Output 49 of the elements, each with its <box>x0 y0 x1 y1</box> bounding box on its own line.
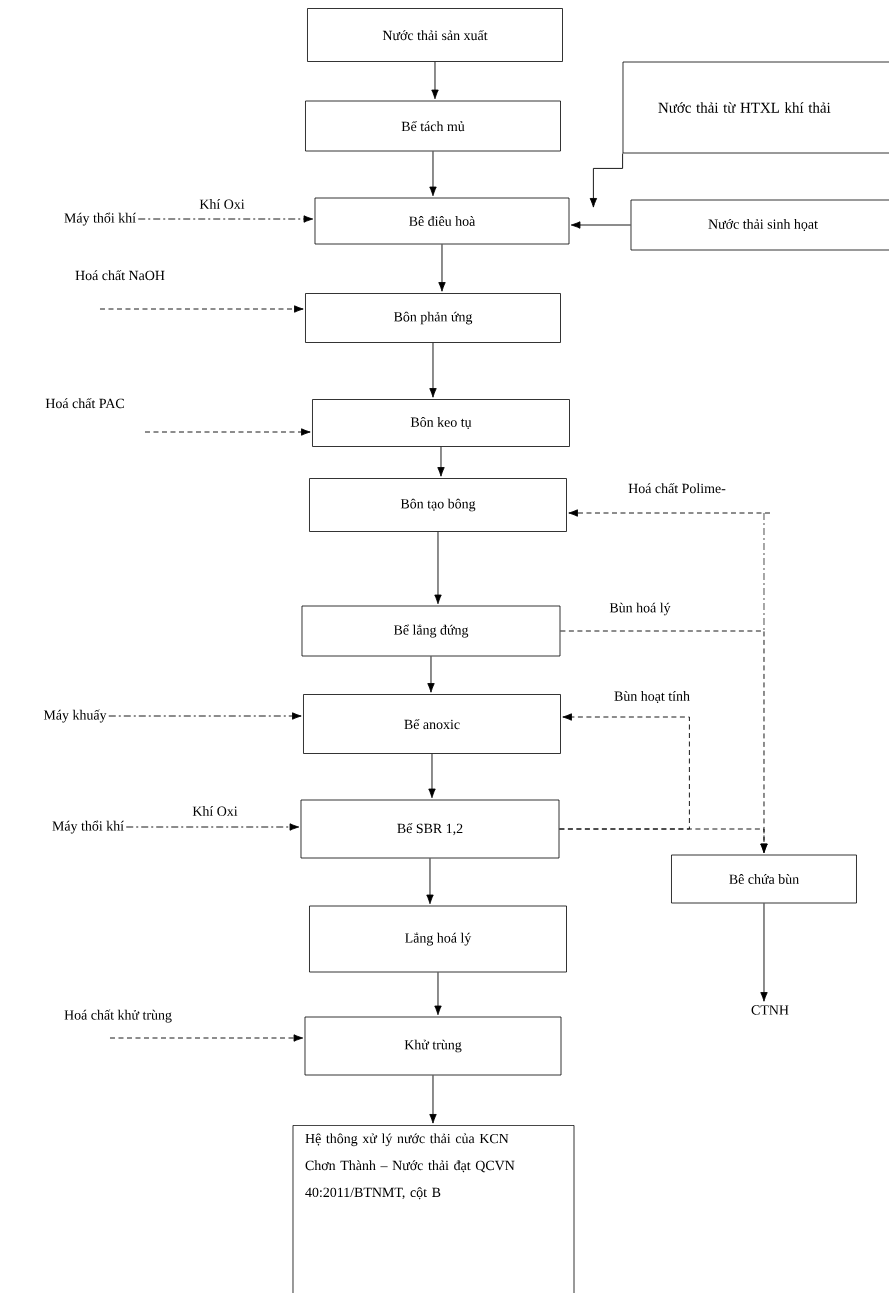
source-text: CTNH <box>751 1005 789 1015</box>
edge-label: Khí Oxi <box>192 806 238 816</box>
arrow <box>426 857 434 905</box>
process-box: Bể tách mủ <box>305 100 561 152</box>
arrow <box>99 305 304 313</box>
edge-label: Hoá chất Polime- <box>628 482 726 494</box>
process-box: Bê chứa bùn <box>671 854 857 904</box>
arrow <box>144 428 311 436</box>
edge-label: Hoá chất NaOH <box>75 269 165 281</box>
arrow <box>434 531 442 605</box>
arrow <box>434 971 442 1016</box>
arrow <box>431 61 439 100</box>
arrow <box>760 902 768 1002</box>
process-box: Bể anoxic <box>303 694 561 754</box>
arrow <box>428 753 436 799</box>
arrow <box>589 152 624 208</box>
source-text: Máy khuấy <box>43 709 107 723</box>
process-box: Bể SBR 1,2 <box>300 799 560 859</box>
process-box: Khử trùng <box>304 1016 562 1076</box>
process-box: Nước thải sinh họat <box>630 199 889 251</box>
arrow <box>568 509 771 517</box>
arrow <box>429 150 437 197</box>
source-box: Nước thải từ HTXL khí thải <box>622 61 889 154</box>
source-text: Máy thổi khí <box>64 212 136 226</box>
arrow <box>125 823 300 831</box>
arrow <box>137 215 314 223</box>
process-box: Bể lắng đứng <box>301 605 561 657</box>
arrow <box>558 828 768 854</box>
arrow <box>429 1074 437 1124</box>
process-box: Bê điêu hoà <box>314 197 570 245</box>
process-box: Nước thải sản xuất <box>307 8 563 62</box>
arrow <box>437 446 445 477</box>
process-box: Bôn phản ứng <box>305 293 561 343</box>
arrow <box>108 712 302 720</box>
edge-label: Bùn hoá lý <box>609 602 671 616</box>
source-text: Máy thổi khí <box>52 820 124 834</box>
process-box: Bôn tạo bông <box>309 478 567 532</box>
arrow <box>109 1034 304 1042</box>
edge-label: Bùn hoạt tính <box>614 691 690 703</box>
arrow <box>570 221 632 229</box>
arrow <box>427 655 435 693</box>
output-box: Hệ thông xử lý nước thải của KCN Chơn Thành – Nước thải đạt QCVN 40:2011/BTNMT, cột B <box>292 1125 575 1293</box>
arrow <box>429 342 437 398</box>
arrow <box>438 243 446 292</box>
process-box: Lắng hoá lý <box>309 905 567 973</box>
edge-label: Hoá chất khử trùng <box>64 1009 172 1023</box>
edge-label: Khí Oxi <box>199 199 245 209</box>
edge-label: Hoá chất PAC <box>45 397 124 409</box>
process-box: Bôn keo tụ <box>312 399 570 447</box>
